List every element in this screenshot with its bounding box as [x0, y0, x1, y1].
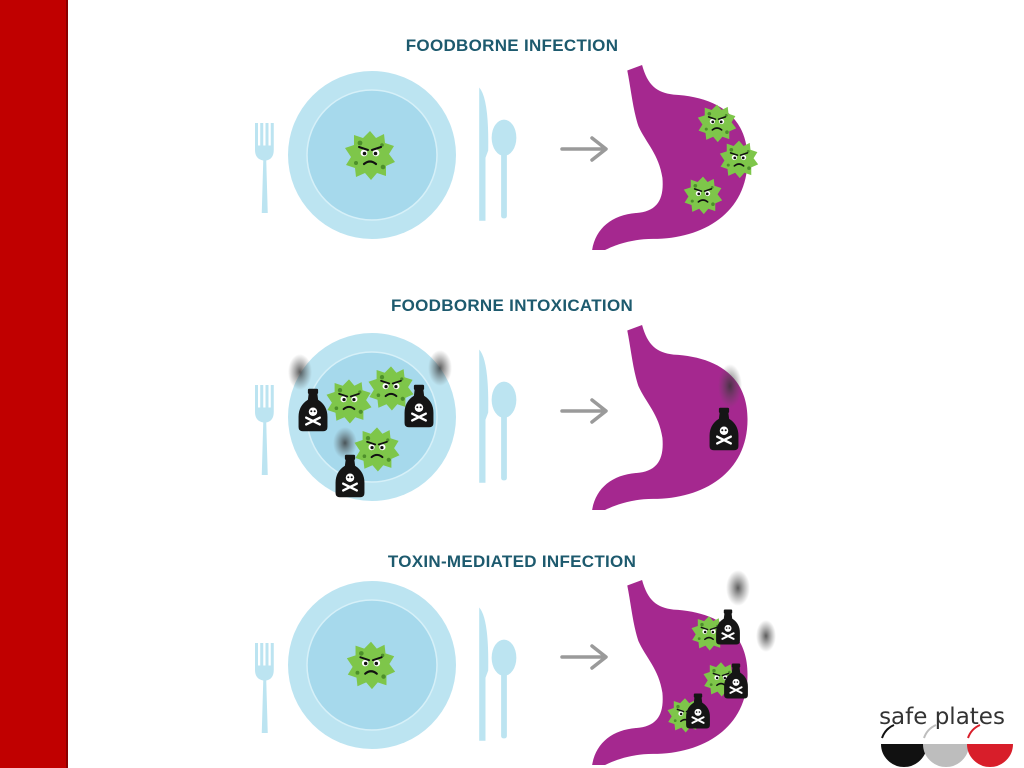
fork-icon [255, 643, 274, 733]
smoke [718, 364, 742, 408]
knife-icon [479, 349, 489, 483]
fork-icon [255, 123, 274, 213]
panel-foodborne-infection [255, 65, 760, 250]
arrow-right-icon [560, 136, 608, 162]
logo-dot-grey [924, 744, 968, 766]
logo-dot-black [882, 744, 926, 766]
spoon-icon [491, 119, 517, 219]
panel-foodborne-intoxication [255, 325, 748, 510]
knife-icon [479, 607, 489, 741]
logo-text: safe plates [879, 704, 1005, 730]
spoon-icon [491, 381, 517, 481]
arrow-right-icon [560, 644, 608, 670]
sidebar-accent [0, 0, 68, 768]
panel-title: FOODBORNE INFECTION [405, 36, 619, 55]
arrow-right-icon [560, 398, 608, 424]
safe-plates-logo [881, 724, 1013, 767]
toxin-bottle-icon [715, 608, 741, 646]
smoke [726, 570, 750, 606]
fork-icon [255, 385, 274, 475]
spoon-icon [491, 639, 517, 739]
logo-dot-red [968, 744, 1012, 766]
knife-icon [479, 87, 489, 221]
panel-title: FOODBORNE INTOXICATION [390, 296, 634, 315]
smoke [333, 427, 357, 459]
smoke [756, 620, 776, 652]
smoke [428, 350, 452, 386]
panel-title: TOXIN-MEDIATED INFECTION [387, 552, 637, 571]
panel-toxin-mediated-infection [255, 570, 776, 765]
smoke [288, 354, 312, 390]
